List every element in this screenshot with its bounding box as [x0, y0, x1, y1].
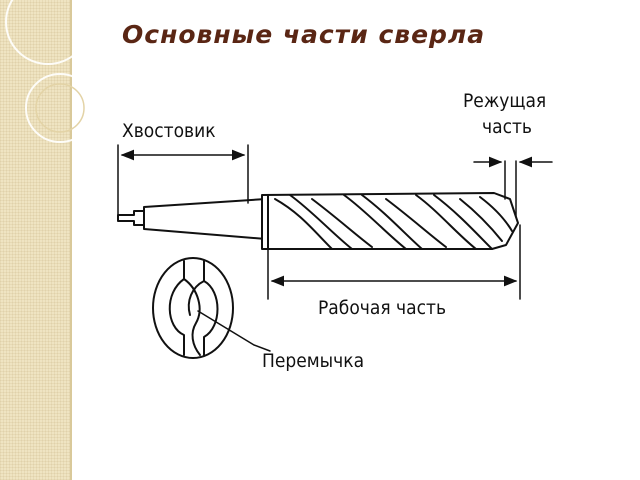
label-cutting-part-line1: Режущая [463, 90, 546, 112]
label-working-part: Рабочая часть [318, 297, 446, 319]
slide-title: Основные части сверла [122, 20, 486, 49]
side-band-edge [70, 0, 72, 480]
label-cutting-part-line2: часть [482, 116, 532, 138]
drill-working-part [261, 192, 519, 250]
decorative-circles [5, 0, 95, 143]
label-web: Перемычка [262, 350, 364, 372]
decorative-side-band [0, 0, 70, 480]
drill-diagram: Хвостовик Режущая часть Рабочая часть Пе… [117, 90, 553, 372]
drill-cross-section [152, 257, 234, 359]
label-shank: Хвостовик [122, 120, 216, 142]
drill-shank [117, 198, 267, 240]
